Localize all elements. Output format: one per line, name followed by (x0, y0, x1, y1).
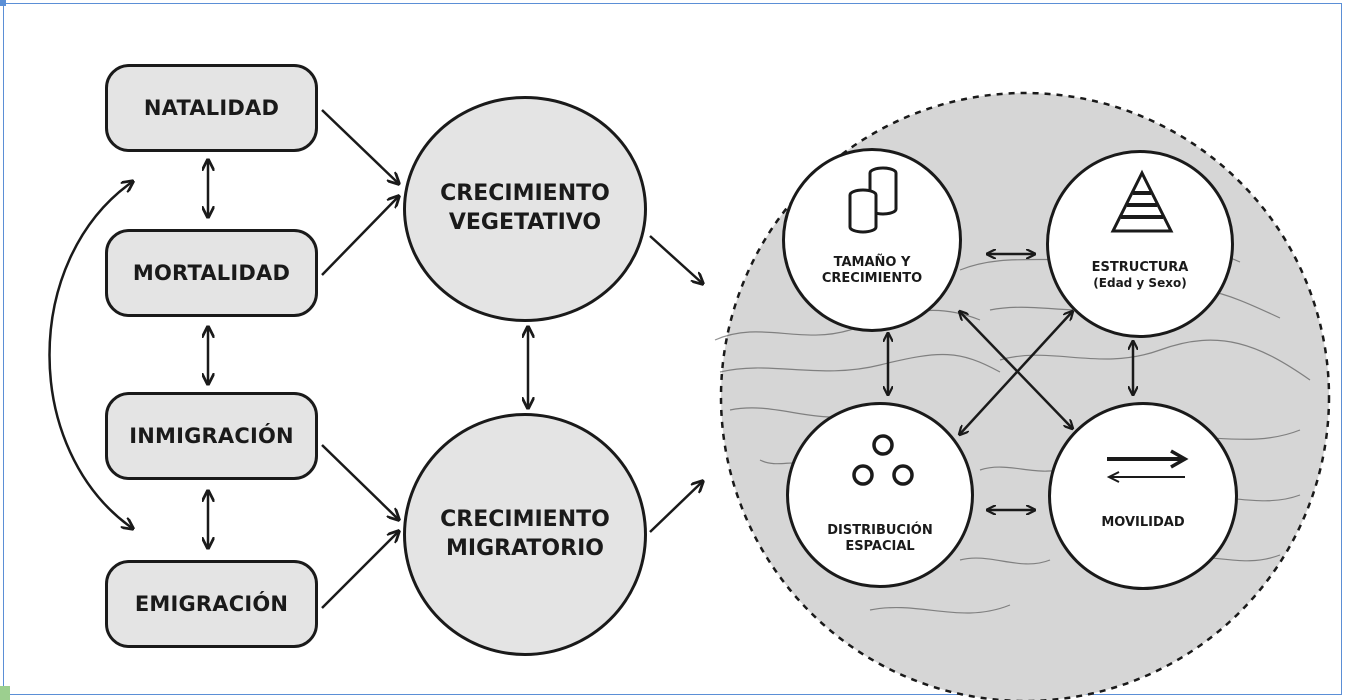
diagram-frame (3, 3, 1342, 695)
cylinders-icon (848, 166, 898, 234)
three-circles-icon (852, 434, 914, 486)
arrow-emigracion-to-migratorio (321, 532, 398, 609)
arrow-migratorio-to-region (649, 482, 702, 533)
arrow-curved-mortalidad-inmigracion (48, 182, 133, 528)
distribucion-espacial-circle: DISTRIBUCIÓN ESPACIAL (786, 402, 974, 588)
vegetativo-line1: CRECIMIENTO (440, 181, 610, 207)
arrow-vegetativo-to-region (649, 235, 702, 283)
vegetativo-line2: VEGETATIVO (448, 210, 602, 235)
emigracion-box: EMIGRACIÓN (105, 560, 318, 648)
pyramid-icon (1110, 169, 1174, 233)
arrow-distribucion-estructura (960, 312, 1072, 434)
tamano-line2: CRECIMIENTO (821, 270, 923, 286)
migratorio-line2: MIGRATORIO (446, 535, 604, 561)
frame-corner-accent (0, 686, 10, 700)
inmigracion-box: INMIGRACIÓN (105, 392, 318, 480)
crecimiento-migratorio-circle: CRECIMIENTO MIGRATORIO (403, 413, 647, 656)
arrow-natalidad-to-vegetativo (321, 109, 398, 183)
frame-corner-mark (0, 0, 6, 6)
map-texture (714, 241, 1311, 614)
movilidad-circle: MOVILIDAD (1048, 402, 1238, 590)
estructura-circle: ESTRUCTURA (Edad y Sexo) (1046, 150, 1234, 338)
natalidad-box: NATALIDAD (105, 64, 318, 152)
arrow-inmigracion-to-migratorio (321, 444, 398, 519)
distribucion-line1: DISTRIBUCIÓN (827, 522, 933, 538)
estructura-line1: ESTRUCTURA (1091, 259, 1189, 275)
opposite-arrows-icon (1106, 449, 1189, 483)
arrow-mortalidad-to-vegetativo (321, 197, 398, 276)
distribucion-line2: ESPACIAL (845, 538, 915, 554)
estructura-line2: (Edad y Sexo) (1093, 276, 1187, 290)
mortalidad-box: MORTALIDAD (105, 229, 318, 317)
tamano-line1: TAMAÑO Y (833, 254, 911, 270)
crecimiento-vegetativo-circle: CRECIMIENTO VEGETATIVO (403, 96, 647, 322)
tamano-crecimiento-circle: TAMAÑO Y CRECIMIENTO (782, 148, 962, 332)
movilidad-label: MOVILIDAD (1101, 514, 1185, 530)
migratorio-line1: CRECIMIENTO (440, 506, 610, 532)
